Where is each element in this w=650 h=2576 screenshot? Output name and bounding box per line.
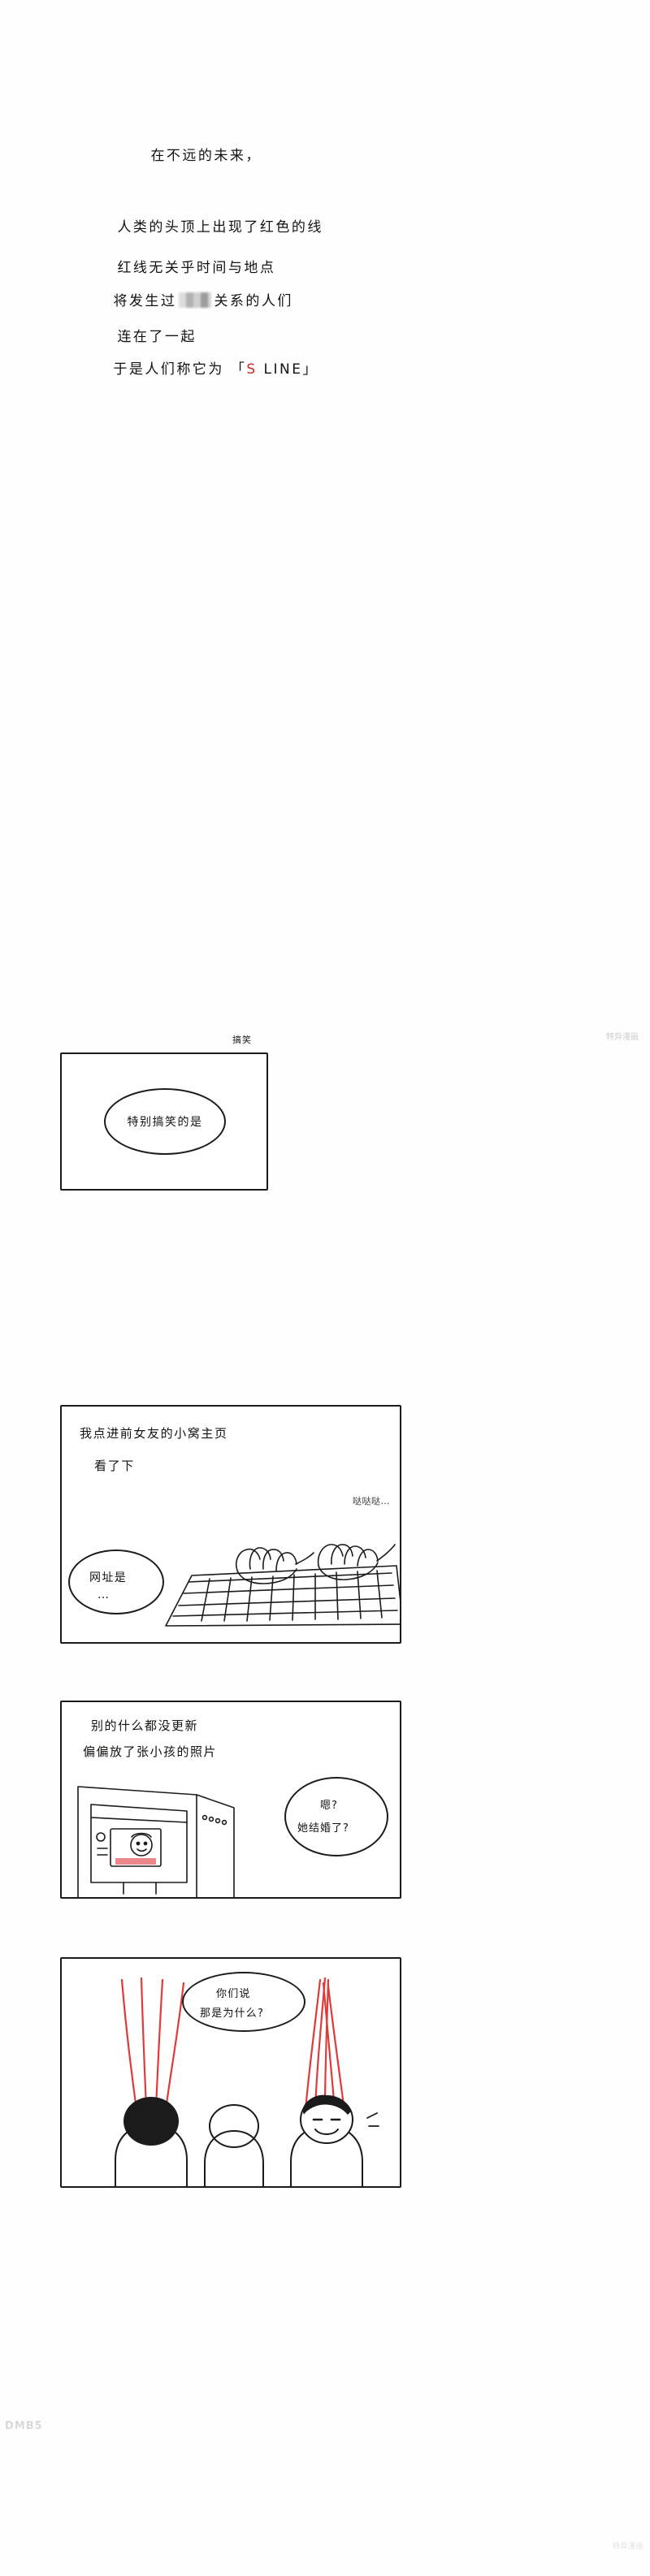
panel-2-speech-bubble: 网址是 …: [68, 1549, 164, 1614]
panel-4-speech-bubble: 你们说 那是为什么?: [182, 1972, 306, 2032]
censored-mosaic: [179, 292, 212, 309]
panel-3-speech-bubble: 嗯? 她结婚了?: [284, 1777, 388, 1856]
watermark-left: DMB5: [5, 2420, 43, 2432]
intro-line-3: 红线无关乎时间与地点: [79, 244, 275, 293]
intro-line-4-prefix: 将发生过: [113, 293, 177, 310]
panel-2-narration-line-2: 看了下: [94, 1459, 135, 1473]
intro-line-4: 将发生过 关系的人们: [75, 276, 293, 326]
panel-4-bubble-line-2: 那是为什么?: [200, 2008, 265, 2020]
s-line-accent-letter: S: [246, 361, 258, 378]
panel-3-narration-line-2: 偏偏放了张小孩的照片: [83, 1744, 218, 1759]
panel-3-narration-line-1: 别的什么都没更新: [91, 1718, 199, 1733]
intro-line-1-text: 在不远的未来，: [150, 148, 262, 165]
intro-line-4-suffix: 关系的人们: [214, 293, 293, 310]
intro-line-5-text: 连在了一起: [117, 329, 197, 346]
panel-1-watermark: 特异漫画: [606, 1033, 639, 1042]
intro-line-5: 连在了一起: [79, 313, 197, 362]
intro-line-6-prefix: 于是人们称它为 「: [113, 361, 247, 378]
comic-panel-2: 我点进前女友的小窝主页 看了下 哒哒哒…: [60, 1405, 401, 1644]
panel-2-narration-line-1: 我点进前女友的小窝主页: [80, 1426, 228, 1441]
panel-4-illustration: [62, 1959, 400, 2186]
comic-panel-3: 别的什么都没更新 偏偏放了张小孩的照片: [60, 1701, 401, 1899]
panel-2-bubble-ellipsis: …: [98, 1588, 109, 1601]
panel-3-bubble-line-1: 嗯?: [320, 1800, 338, 1812]
intro-line-2: 人类的头顶上出现了红色的线: [79, 203, 323, 253]
panel-1-bubble-text: 特别搞笑的是: [127, 1116, 203, 1129]
keyboard-and-hands-illustration: [159, 1528, 400, 1642]
panel-2-bubble-text: 网址是: [89, 1571, 128, 1584]
panel-1-speech-bubble: 特别搞笑的是: [104, 1088, 226, 1155]
comic-panel-1: 特别搞笑的是: [60, 1052, 268, 1191]
comic-panel-4: 你们说 那是为什么?: [60, 1957, 401, 2188]
watermark-right: 特异漫画: [612, 2543, 644, 2551]
computer-monitor-illustration: [75, 1780, 262, 1897]
intro-line-3-text: 红线无关乎时间与地点: [117, 260, 276, 277]
panel-3-bubble-line-2: 她结婚了?: [297, 1822, 349, 1835]
panel-2-sound-effect: 哒哒哒…: [353, 1496, 390, 1506]
intro-line-6-suffix: LINE」: [257, 361, 318, 378]
intro-line-6: 于是人们称它为 「S LINE」: [75, 345, 318, 395]
intro-line-1: 在不远的未来，: [112, 132, 262, 181]
panel-4-bubble-line-1: 你们说: [216, 1988, 251, 2000]
panel-1-tag: 搞笑: [232, 1035, 252, 1045]
intro-line-2-text: 人类的头顶上出现了红色的线: [117, 219, 323, 236]
